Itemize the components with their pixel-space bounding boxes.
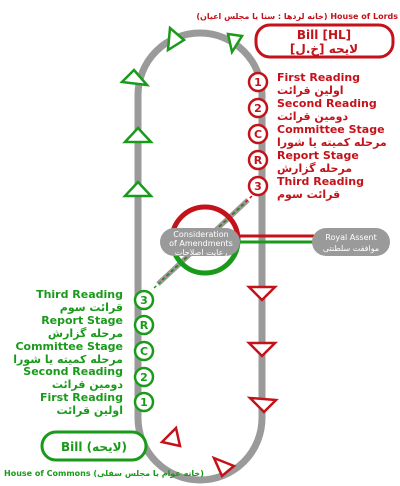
lords-stage-c-fa: مرحله کمیته یا شورا [277, 136, 387, 149]
amendments-label-1: Consideration [173, 230, 228, 239]
amendments-node [160, 204, 241, 276]
commons-stage-2-en: Second Reading [23, 365, 123, 378]
royal-assent-label-en: Royal Assent [325, 233, 376, 242]
lords-bill-label-fa: لایحه [خ.ل] [290, 42, 358, 56]
commons-marker-3: 3 [140, 294, 148, 307]
commons-stage-c-en: Committee Stage [15, 340, 123, 353]
lords-down-arrows [159, 285, 279, 479]
commons-stage-r-en: Report Stage [41, 314, 123, 327]
commons-house-label: House of Commons (خانه عوام یا مجلس سفلی… [4, 469, 204, 479]
lords-marker-2: 2 [254, 102, 262, 115]
royal-assent-node [312, 228, 390, 256]
commons-bill-label: Bill (لایحه) [61, 440, 127, 454]
lords-bill-box [254, 23, 395, 59]
commons-stage-2-fa: دومین قرائت [52, 378, 123, 391]
lords-marker-1: 1 [254, 76, 262, 89]
commons-stage-r-fa: مرحله گزارش [48, 327, 123, 340]
commons-stage-1-fa: اولین قرائت [56, 404, 123, 417]
commons-stage-c-fa: مرحله کمیته یا شورا [13, 353, 123, 366]
lords-stage-r-fa: مرحله گزارش [277, 162, 352, 175]
lords-stage-2-en: Second Reading [277, 97, 377, 110]
commons-bill-box [40, 430, 148, 462]
lords-stage-1-fa: اولین قرائت [277, 84, 344, 97]
lords-stage-c-en: Committee Stage [277, 123, 385, 136]
lords-marker-c: C [254, 128, 262, 141]
process-track [134, 29, 266, 484]
lords-stage-2-fa: دومین قرائت [277, 110, 348, 123]
lords-stage-r-en: Report Stage [277, 149, 359, 162]
commons-stage-1-en: First Reading [40, 391, 123, 404]
commons-marker-r: R [140, 319, 149, 332]
commons-stage-markers [133, 289, 155, 413]
commons-marker-c: C [140, 345, 148, 358]
commons-stage-3-en: Third Reading [36, 288, 123, 301]
lords-stage-markers [247, 71, 269, 197]
commons-marker-2: 2 [140, 371, 148, 384]
lords-marker-3: 3 [254, 180, 262, 193]
lords-stage-3-en: Third Reading [277, 175, 364, 188]
commons-up-arrows [119, 25, 245, 198]
royal-assent-label-fa: موافقت سلطنتی [323, 244, 379, 253]
lords-stage-3-fa: قرائت سوم [277, 188, 340, 201]
lords-bill-label-en: Bill [HL] [297, 28, 351, 42]
amendments-label-fa: رعایت اصلاحات [175, 248, 228, 257]
lords-marker-r: R [254, 154, 263, 167]
amendments-label-2: of Amendments [169, 239, 233, 248]
lords-stage-1-en: First Reading [277, 71, 360, 84]
lords-house-label: (خانه لردها : سنا یا مجلس اعیان) House o… [196, 12, 398, 22]
commons-marker-1: 1 [140, 396, 148, 409]
commons-stage-3-fa: قرائت سوم [60, 301, 123, 314]
